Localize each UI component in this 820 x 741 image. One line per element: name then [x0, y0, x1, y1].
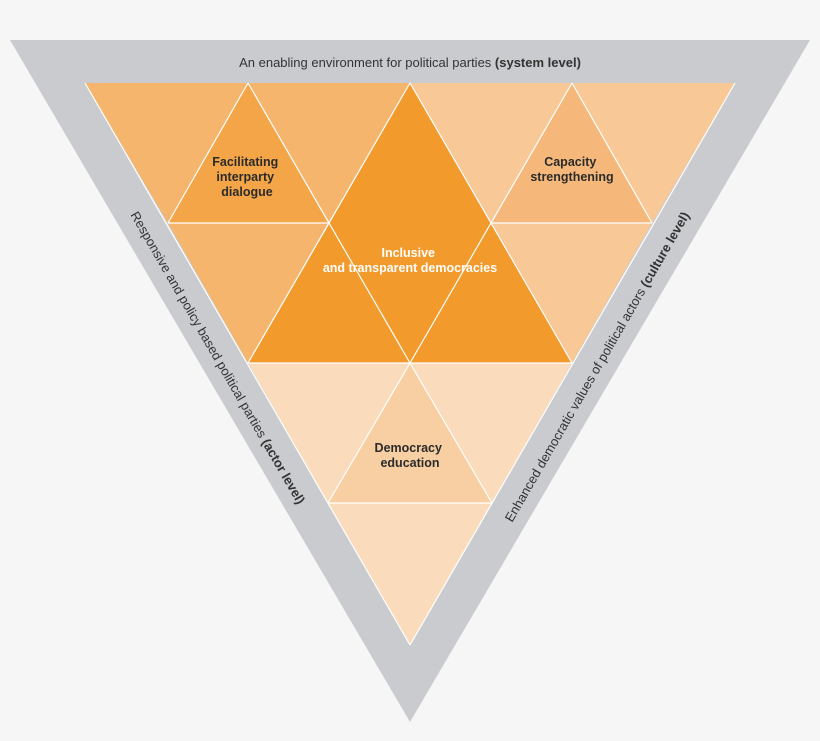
capacity-line-1: Capacity	[544, 155, 596, 169]
center-line-2: and transparent democracies	[323, 261, 497, 275]
education-region-right	[410, 363, 572, 503]
education-region-left	[248, 363, 410, 503]
center-line-1: Inclusive	[382, 246, 436, 260]
education-line-2: education	[380, 456, 439, 470]
education-region-lower	[328, 503, 492, 645]
dialogue-node-triangle	[168, 83, 328, 223]
dialogue-region-lower	[168, 223, 328, 363]
capacity-label: Capacity strengthening	[530, 155, 613, 184]
dialogue-line-3: dialogue	[221, 185, 272, 199]
education-line-1: Democracy	[375, 441, 442, 455]
center-triangle	[248, 83, 572, 363]
education-label: Democracy education	[375, 441, 446, 470]
capacity-line-2: strengthening	[530, 170, 613, 184]
top-edge-label: An enabling environment for political pa…	[239, 55, 581, 70]
top-edge-text: An enabling environment for political pa…	[239, 55, 495, 70]
dialogue-region-left	[85, 83, 248, 223]
dialogue-region-mid	[248, 83, 410, 223]
capacity-node-triangle	[492, 83, 652, 223]
divider-lines	[84, 82, 736, 646]
dialogue-line-1: Facilitating	[212, 155, 278, 169]
education-node-triangle	[328, 363, 492, 503]
center-label: Inclusive and transparent democracies	[323, 246, 497, 275]
dialogue-line-2: interparty	[216, 170, 274, 184]
capacity-region-lower	[492, 223, 652, 363]
capacity-region-mid	[410, 83, 572, 223]
dialogue-label: Facilitating interparty dialogue	[212, 155, 281, 199]
capacity-region-right	[572, 83, 735, 223]
top-edge-emphasis: (system level)	[495, 55, 581, 70]
